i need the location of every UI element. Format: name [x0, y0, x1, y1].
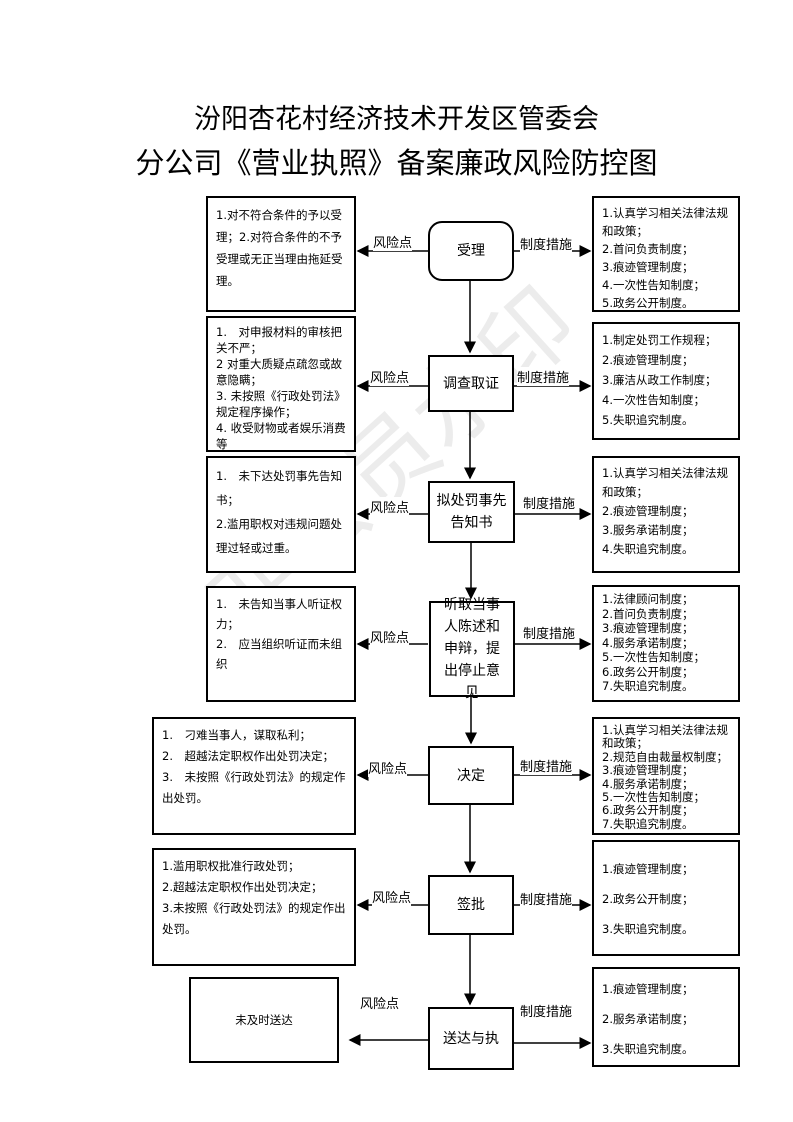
measure-item: 3.痕迹管理制度；: [602, 763, 694, 778]
measure-item: 1.认真学习相关法律法规和政策；: [602, 206, 728, 238]
step-node-accept: 受理: [428, 221, 514, 281]
risk-item: 未及时送达: [235, 1012, 293, 1027]
risk-panel-hearing: 1. 未告知当事人听证权力； 2. 应当组织听证而未组织: [206, 586, 356, 702]
measure-panel-notice: 1.认真学习相关法律法规和政策； 2.痕迹管理制度； 3.服务承诺制度； 4.失…: [592, 456, 740, 573]
risk-label: 风险点: [373, 232, 413, 251]
risk-item: 1. 未下达处罚事先告知书；: [216, 469, 342, 507]
measure-label: 制度措施: [520, 889, 573, 908]
measure-item: 5.政务公开制度。: [602, 296, 694, 310]
measure-item: 7.失职追究制度。: [602, 816, 694, 831]
step-node-hearing: 听取当事人陈述和申辩，提出停止意见: [429, 597, 515, 701]
measure-item: 1.制定处罚工作规程；: [602, 333, 717, 347]
measure-item: 2.规范自由裁量权制度；: [602, 749, 728, 764]
measure-label: 制度措施: [520, 1001, 573, 1020]
risk-panel-delivery: 未及时送达: [189, 977, 339, 1063]
measure-panel-delivery: 1.痕迹管理制度； 2.服务承诺制度； 3.失职追究制度。: [592, 967, 740, 1067]
risk-item: 2.滥用职权对违规问题处理过轻或过重。: [216, 517, 342, 555]
risk-panel-approval: 1.滥用职权批准行政处罚； 2.超越法定职权作出处罚决定； 3.未按照《行政处罚…: [152, 848, 356, 966]
step-node-notice: 拟处罚事先告知书: [428, 481, 515, 543]
measure-panel-hearing: 1.法律顾问制度； 2.首问负责制度； 3.痕迹管理制度； 4.服务承诺制度； …: [592, 585, 740, 702]
measure-item: 4.一次性告知制度；: [602, 393, 705, 407]
step-node-delivery: 送达与执: [428, 1007, 514, 1070]
measure-item: 4.服务承诺制度；: [602, 635, 694, 650]
risk-item: 1.滥用职权批准行政处罚；: [162, 859, 300, 873]
measure-item: 2.政务公开制度；: [602, 892, 694, 906]
title-line-2: 分公司《营业执照》备案廉政风险防控图: [135, 146, 658, 180]
measure-item: 1.痕迹管理制度；: [602, 982, 694, 996]
measure-item: 2.首问负责制度；: [602, 242, 694, 256]
measure-item: 3.服务承诺制度；: [602, 523, 694, 537]
risk-panel-decision: 1. 刁难当事人，谋取私利； 2. 超越法定职权作出处罚决定； 3. 未按照《行…: [152, 717, 356, 835]
measure-label: 制度措施: [523, 623, 576, 642]
risk-label: 风险点: [372, 887, 412, 906]
step-node-investigate: 调查取证: [428, 355, 514, 412]
risk-label: 风险点: [370, 367, 410, 386]
measure-panel-decision: 1.认真学习相关法律法规和政策； 2.规范自由裁量权制度； 3.痕迹管理制度； …: [592, 717, 740, 835]
measure-item: 3.失职追究制度。: [602, 1042, 694, 1056]
measure-item: 2.痕迹管理制度；: [602, 504, 694, 518]
measure-item: 2.痕迹管理制度；: [602, 353, 694, 367]
risk-label: 风险点: [370, 497, 410, 516]
measure-item: 6.政务公开制度；: [602, 664, 694, 679]
step-node-decision: 决定: [428, 746, 514, 805]
risk-item: 1. 对申报材料的审核把关不严；: [216, 325, 342, 355]
measure-label: 制度措施: [523, 493, 576, 512]
risk-item: 4. 收受财物或者娱乐消费等: [216, 421, 346, 451]
measure-item: 1.法律顾问制度；: [602, 592, 694, 606]
risk-panel-notice: 1. 未下达处罚事先告知书； 2.滥用职权对违规问题处理过轻或过重。: [206, 456, 356, 573]
measure-item: 3.廉洁从政工作制度；: [602, 373, 717, 387]
measure-item: 6.政务公开制度；: [602, 803, 694, 818]
measure-item: 5.一次性告知制度；: [602, 790, 705, 805]
measure-panel-investigate: 1.制定处罚工作规程； 2.痕迹管理制度； 3.廉洁从政工作制度； 4.一次性告…: [592, 322, 740, 440]
measure-item: 3.失职追究制度。: [602, 922, 694, 936]
risk-item: 1. 刁难当事人，谋取私利；: [162, 728, 311, 742]
measure-item: 4.失职追究制度。: [602, 542, 694, 556]
measure-label: 制度措施: [520, 234, 573, 253]
risk-item: 3. 未按照《行政处罚法》的规定作出处罚。: [162, 770, 346, 805]
risk-item: 2. 超越法定职权作出处罚决定；: [162, 749, 334, 763]
measure-label: 制度措施: [517, 367, 570, 386]
risk-item: 3.未按照《行政处罚法》的规定作出处罚。: [162, 901, 346, 936]
measure-item: 5.失职追究制度。: [602, 413, 694, 427]
measure-item: 1.痕迹管理制度；: [602, 862, 694, 876]
measure-item: 1.认真学习相关法律法规和政策；: [602, 466, 728, 499]
measure-item: 2.首问负责制度；: [602, 606, 694, 621]
risk-item: 1.对不符合条件的予以受理；2.对符合条件的不予受理或无正当理由拖延受理。: [216, 208, 343, 288]
measure-panel-approval: 1.痕迹管理制度； 2.政务公开制度； 3.失职追究制度。: [592, 840, 740, 956]
measure-item: 3.痕迹管理制度；: [602, 621, 694, 635]
measure-panel-accept: 1.认真学习相关法律法规和政策； 2.首问负责制度； 3.痕迹管理制度； 4.一…: [592, 196, 740, 312]
measure-label: 制度措施: [520, 756, 573, 775]
measure-item: 4.一次性告知制度；: [602, 278, 705, 292]
risk-label: 风险点: [370, 627, 410, 646]
risk-item: 2. 应当组织听证而未组织: [216, 637, 342, 671]
measure-item: 7.失职追究制度。: [602, 679, 694, 693]
risk-item: 2 对重大质疑点疏忽或故意隐瞒；: [216, 357, 342, 387]
step-node-approval: 签批: [428, 875, 514, 935]
measure-item: 2.服务承诺制度；: [602, 1012, 694, 1026]
measure-item: 1.认真学习相关法律法规和政策；: [602, 723, 728, 751]
measure-item: 3.痕迹管理制度；: [602, 260, 694, 274]
risk-panel-investigate: 1. 对申报材料的审核把关不严； 2 对重大质疑点疏忽或故意隐瞒； 3. 未按照…: [206, 316, 356, 452]
risk-item: 3. 未按照《行政处罚法》规定程序操作；: [216, 389, 346, 419]
measure-item: 5.一次性告知制度；: [602, 650, 705, 664]
risk-label: 风险点: [368, 758, 408, 777]
title-line-1: 汾阳杏花村经济技术开发区管委会: [194, 104, 599, 135]
risk-item: 1. 未告知当事人听证权力；: [216, 597, 342, 631]
risk-panel-accept: 1.对不符合条件的予以受理；2.对符合条件的不予受理或无正当理由拖延受理。: [206, 196, 356, 312]
measure-item: 4.服务承诺制度；: [602, 776, 694, 791]
risk-label: 风险点: [360, 993, 400, 1012]
risk-item: 2.超越法定职权作出处罚决定；: [162, 880, 323, 894]
